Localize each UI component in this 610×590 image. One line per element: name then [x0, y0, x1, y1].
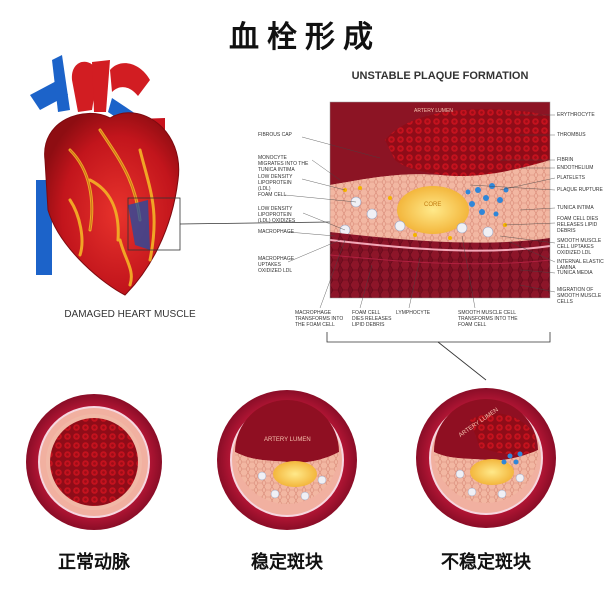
heart-illustration — [30, 55, 331, 296]
lipid-core — [397, 186, 469, 234]
label-foam-cell-dies-right: FOAM CELL DIES RELEASES LIPID DEBRIS — [557, 216, 599, 234]
label-macrophage-uptakes: MACROPHAGE UPTAKES OXIDIZED LDL — [258, 256, 295, 274]
page-title: 血栓形成 — [229, 20, 381, 55]
plaque-lumen-label: ARTERY LUMEN — [414, 108, 453, 114]
label-thrombus: THROMBUS — [557, 132, 586, 138]
thrombus — [385, 109, 550, 178]
label-tunica-media: TUNICA MEDIA — [557, 270, 593, 276]
heart-caption: DAMAGED HEART MUSCLE — [64, 309, 196, 320]
label-macrophage: MACROPHAGE — [258, 229, 295, 235]
plaque-diagram — [284, 101, 556, 381]
label-fibrous-cap: FIBROUS CAP — [258, 132, 292, 138]
label-macrophage-transforms: MACROPHAGE TRANSFORMS INTO THE FOAM CELL — [295, 310, 344, 328]
label-erythrocyte: ERYTHROCYTE — [557, 112, 595, 118]
label-tunica-intima: TUNICA INTIMA — [557, 205, 594, 211]
label-smc-transforms: SMOOTH MUSCLE CELL TRANSFORMS INTO THE F… — [458, 310, 518, 328]
label-ldl: LOW DENSITY LIPOPROTEIN (LDL) — [258, 174, 293, 192]
caption-stable-plaque: 稳定斑块 — [251, 552, 323, 573]
unstable-plaque-artery — [416, 388, 556, 528]
label-fibrin: FIBRIN — [557, 157, 574, 163]
caption-unstable-plaque: 不稳定斑块 — [441, 552, 531, 573]
label-endothelium: ENDOTHELIUM — [557, 165, 594, 171]
stable-plaque-artery — [217, 390, 357, 530]
platelets — [465, 183, 509, 217]
caption-normal-artery: 正常动脉 — [58, 552, 130, 573]
label-smooth-muscle-uptakes: SMOOTH MUSCLE CELL UPTAKES OXIDIZED LDL — [557, 238, 602, 256]
normal-artery — [26, 394, 162, 530]
label-ldl-oxidizes: LOW DENSITY LIPOPROTEIN (LDL) OXIDIZES — [258, 206, 296, 224]
label-foam-cell: FOAM CELL — [258, 192, 287, 198]
label-platelets: PLATELETS — [557, 175, 585, 181]
label-lymphocyte: LYMPHOCYTE — [396, 310, 431, 316]
zoom-connector-line — [179, 221, 331, 225]
label-migration-smc: MIGRATION OF SMOOTH MUSCLE CELLS — [557, 287, 602, 305]
plaque-core-label: CORE — [424, 202, 442, 208]
stable-lumen-label: ARTERY LUMEN — [264, 437, 311, 443]
label-plaque-rupture: PLAQUE RUPTURE — [557, 187, 603, 193]
label-internal-elastic-lamina: INTERNAL ELASTIC LAMINA — [557, 259, 604, 271]
label-monocyte-migrates: MONOCYTE MIGRATES INTO THE TUNICA INTIMA — [258, 155, 309, 173]
label-foam-cell-dies-bottom: FOAM CELL DIES RELEASES LIPID DEBRIS — [352, 310, 392, 328]
plaque-title: UNSTABLE PLAQUE FORMATION — [351, 70, 529, 82]
